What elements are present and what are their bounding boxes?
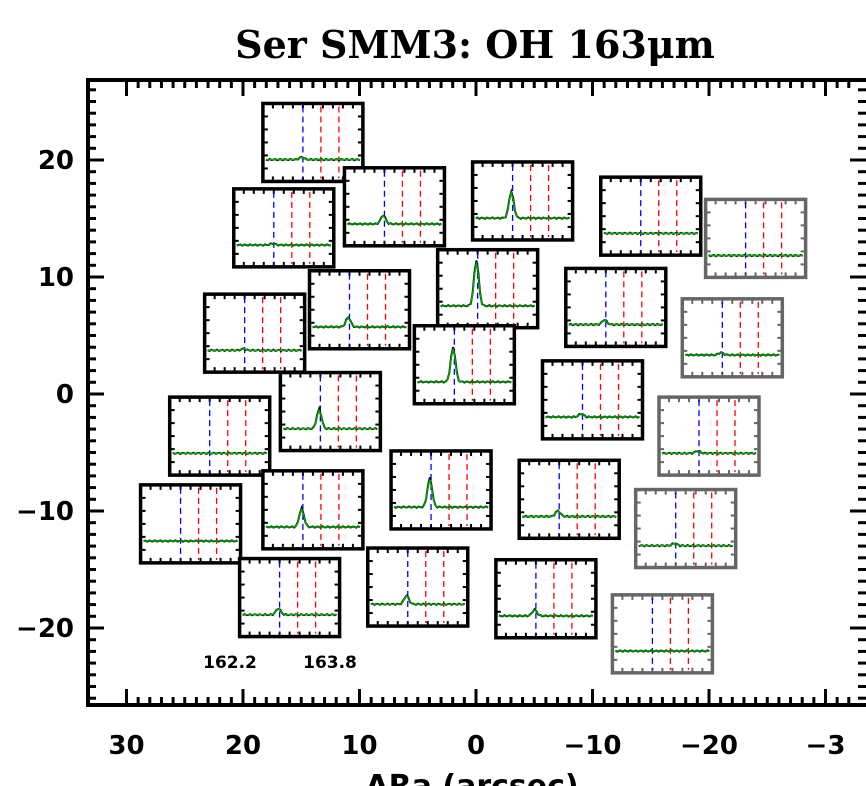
spaxel-frame: [703, 197, 808, 280]
model-fit-line: [207, 348, 302, 351]
x-tick-label: 0: [467, 731, 485, 761]
spaxel-panel: [470, 160, 575, 242]
x-tick-labels: 30 20 10 0 −10 −20 −3: [108, 731, 845, 761]
spaxel-frame: [278, 370, 383, 453]
model-fit-line: [498, 608, 593, 617]
spaxel-panel: [564, 266, 668, 349]
spaxel-frame: [657, 395, 761, 477]
model-fit-line: [265, 156, 360, 161]
spaxel-panel: [703, 197, 808, 280]
x-tick-label: −10: [564, 731, 622, 761]
model-fit-line: [347, 214, 442, 225]
wavelength-label-left: 162.2: [203, 653, 257, 673]
model-fit-line: [242, 607, 337, 616]
model-fit-line: [568, 319, 663, 326]
spaxel-panel: [540, 359, 645, 441]
spaxel-frame: [261, 469, 365, 551]
spaxel-panel: [389, 449, 493, 531]
model-fit-line: [283, 408, 378, 430]
spaxel-frame: [494, 558, 598, 640]
model-fit-line: [475, 190, 570, 219]
y-tick-label: 10: [38, 263, 74, 293]
x-tick-label: −20: [680, 731, 738, 761]
spaxel-frame: [232, 187, 336, 269]
x-axis-label: ΔRa (arcsec): [365, 769, 578, 786]
spaxel-frame: [138, 483, 243, 565]
model-fit-line: [662, 450, 756, 454]
y-tick-label: −10: [16, 497, 74, 527]
spaxel-panel: [278, 370, 383, 453]
x-tick-label: −3: [806, 731, 846, 761]
spaxel-panel: [657, 395, 761, 477]
spaxel-frame: [633, 487, 738, 570]
spaxel-panel: [167, 395, 272, 477]
spaxel-frame: [237, 556, 342, 639]
model-fit-line: [370, 594, 465, 605]
wavelength-label-right: 163.8: [303, 653, 357, 673]
spaxel-frame: [167, 395, 272, 477]
x-tick-label: 10: [341, 731, 377, 761]
spaxel-frame: [470, 160, 575, 242]
axis-ticks: [88, 80, 866, 705]
spaxel-frame: [389, 449, 493, 531]
spaxel-panel: [494, 558, 598, 640]
spaxel-panels: [138, 101, 808, 675]
spaxel-frame: [435, 247, 540, 330]
model-fit-line: [522, 509, 617, 518]
spaxel-panel: [307, 269, 412, 351]
model-fit-line: [265, 507, 360, 528]
spaxel-panel: [138, 483, 243, 565]
spaxel-panel: [342, 166, 447, 248]
spaxel-panel: [412, 324, 517, 406]
spaxel-frame: [202, 292, 307, 374]
spaxel-frame: [680, 297, 785, 379]
x-tick-label: 20: [225, 731, 261, 761]
spaxel-panel: [237, 556, 342, 639]
spaxel-panel: [232, 187, 336, 269]
y-tick-label: −20: [16, 614, 74, 644]
model-fit-line: [685, 351, 780, 356]
model-fit-line: [312, 316, 407, 328]
model-fit-line: [236, 242, 331, 246]
y-tick-labels: 20 10 0 −10 −20: [16, 146, 74, 644]
spaxel-frame: [307, 269, 412, 351]
spaxel-panel: [366, 546, 470, 628]
chart-title: Ser SMM3: OH 163μm: [235, 22, 715, 67]
spaxel-panel: [202, 292, 307, 374]
model-fit-line: [638, 542, 733, 547]
spaxel-frame: [564, 266, 668, 349]
spaxel-panel: [435, 247, 540, 330]
spaxel-panel: [680, 297, 785, 379]
model-fit-line: [417, 348, 512, 383]
model-fit-line: [545, 413, 640, 418]
model-fit-line: [440, 262, 535, 307]
spaxel-frame: [540, 359, 645, 441]
spaxel-panel: [261, 469, 365, 551]
spaxel-panel: [633, 487, 738, 570]
y-tick-label: 0: [56, 380, 74, 410]
spaxel-frame: [610, 593, 715, 675]
model-fit-line: [394, 479, 489, 508]
spaxel-frame: [599, 175, 703, 257]
spaxel-frame: [342, 166, 447, 248]
spaxel-panel: [517, 458, 621, 541]
spaxel-panel: [599, 175, 703, 257]
spaxel-frame: [517, 458, 621, 541]
x-tick-label: 30: [108, 731, 144, 761]
spaxel-frame: [412, 324, 517, 406]
y-tick-label: 20: [38, 146, 74, 176]
spaxel-panel: [610, 593, 715, 675]
spaxel-frame: [366, 546, 470, 628]
